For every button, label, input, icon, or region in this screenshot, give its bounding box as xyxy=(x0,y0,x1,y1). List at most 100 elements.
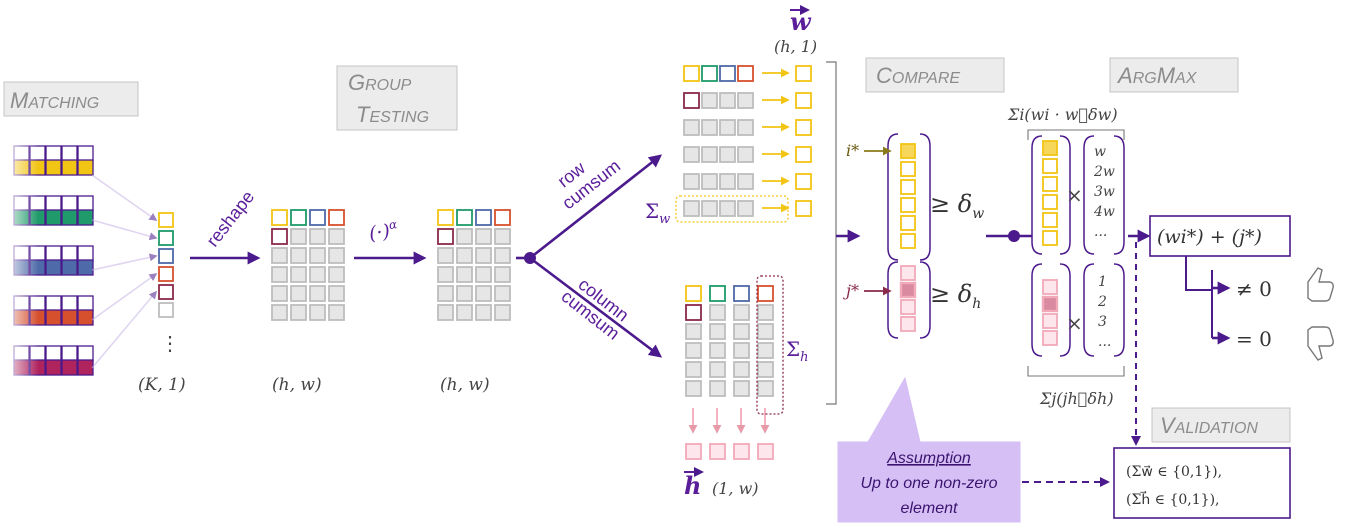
row-cumsum-cell xyxy=(701,92,718,109)
argmax-w-cell xyxy=(1042,140,1058,156)
svg-text:ARGMAX: ARGMAX xyxy=(1116,63,1198,88)
matching-matrix-cell xyxy=(77,245,94,262)
matrix-cell xyxy=(290,304,307,321)
w-vector-cell xyxy=(795,200,812,217)
matrix-cell xyxy=(271,228,288,245)
svg-text:TESTING: TESTING xyxy=(356,102,429,127)
argmax-w-cell xyxy=(1042,158,1058,174)
h-vector-cell xyxy=(733,443,750,460)
sum-row-highlight xyxy=(675,195,789,223)
thumbs-down-icon xyxy=(1307,326,1334,361)
times-sign: × xyxy=(1066,183,1083,207)
k-vector-cell xyxy=(158,266,174,282)
argmax-sum-bottom: Σj(jh⃗δh) xyxy=(1039,389,1114,408)
matrix-cell xyxy=(475,266,492,283)
matrix-cell xyxy=(328,209,345,226)
assumption-line-2: element xyxy=(901,500,958,517)
row-cumsum-cell xyxy=(719,119,736,136)
w-multiplier: 3w xyxy=(1094,184,1115,200)
matching-matrix-cell xyxy=(77,159,94,176)
argmax-w-parenthesis xyxy=(1031,135,1071,255)
matrix-cell xyxy=(309,228,326,245)
matrix-cell xyxy=(456,228,473,245)
column-cumsum-cell xyxy=(685,304,702,321)
stage-label-matching: MATCHING xyxy=(3,81,139,117)
matching-matrix-cell xyxy=(77,359,94,376)
w-vector-label: w xyxy=(790,7,812,36)
row-cumsum-cell xyxy=(701,119,718,136)
row-cumsum-arrow xyxy=(529,154,663,260)
row-cumsum-cell xyxy=(719,173,736,190)
row-cumsum-cell xyxy=(737,173,754,190)
stage-label-group-testing: GROUP TESTING xyxy=(336,65,458,131)
shape-1w: (1, w) xyxy=(712,479,759,498)
column-cumsum-cell xyxy=(709,304,726,321)
column-cumsum-cell xyxy=(709,380,726,397)
matrix-cell xyxy=(437,266,454,283)
matching-fan-lines xyxy=(91,174,158,369)
column-cumsum-cell xyxy=(757,361,774,378)
assumption-line-1: Up to one non-zero xyxy=(861,475,998,492)
matrix-cell xyxy=(494,266,511,283)
matrix-cell xyxy=(328,266,345,283)
column-cumsum-cell xyxy=(709,361,726,378)
compare-h-cell xyxy=(899,281,917,299)
stage-label-argmax: ARGMAX xyxy=(1109,57,1239,93)
compare-w-parenthesis xyxy=(887,133,931,261)
column-cumsum-cell xyxy=(685,285,702,302)
argmax-h-product: ×123... xyxy=(1031,263,1125,357)
row-cumsum-cell xyxy=(701,65,718,82)
matrix-cell xyxy=(271,247,288,264)
row-cumsum-cell xyxy=(701,146,718,163)
row-cumsum-block xyxy=(683,65,812,217)
assumption-title: Assumption xyxy=(886,450,971,467)
shape-hw-1: (h, w) xyxy=(272,375,322,395)
column-cumsum-cell xyxy=(709,285,726,302)
compare-w-cell xyxy=(900,143,916,159)
stage-label-validation: VALIDATION xyxy=(1151,407,1291,443)
h-vector-cell xyxy=(709,443,726,460)
row-cumsum-cell xyxy=(737,200,754,217)
w-multiplier-parenthesis xyxy=(1083,135,1125,255)
column-cumsum-block xyxy=(685,285,774,460)
column-cumsum-cell xyxy=(757,304,774,321)
matrix-cell xyxy=(456,247,473,264)
matrix-cell xyxy=(309,304,326,321)
argmax-h-cell xyxy=(1042,330,1058,346)
argmax-sum-top: Σi(wi · w⃗δw) xyxy=(1007,105,1118,124)
argmax-w-cell xyxy=(1042,230,1058,246)
h-vector-cell xyxy=(685,443,702,460)
matching-matrix-cell xyxy=(77,195,94,212)
compare-h-parenthesis xyxy=(887,261,931,339)
argmax-h-cell xyxy=(1041,295,1059,313)
matrix-cell xyxy=(309,209,326,226)
row-cumsum-cell xyxy=(719,146,736,163)
column-cumsum-cell xyxy=(733,285,750,302)
argmax-h-cell xyxy=(1042,279,1058,295)
w-vector-cell xyxy=(795,173,812,190)
k-vector-cell xyxy=(158,230,174,246)
hw-matrix-1 xyxy=(271,209,345,321)
column-cumsum-cell xyxy=(733,304,750,321)
row-cumsum-cell xyxy=(701,200,718,217)
matrix-cell xyxy=(494,247,511,264)
geq-delta-h: ≥ δh xyxy=(930,280,981,312)
k-vector-cell xyxy=(158,248,174,264)
compare-h-vector xyxy=(887,261,931,339)
compare-w-cell xyxy=(900,197,916,213)
validation-line-1: (Σw⃗ ∈ {0,1}), xyxy=(1126,464,1222,480)
compare-w-cell xyxy=(900,215,916,231)
matrix-cell xyxy=(475,209,492,226)
h-multiplier-parenthesis xyxy=(1083,263,1125,357)
column-cumsum-cell xyxy=(733,380,750,397)
argmax-w-cell xyxy=(1042,212,1058,228)
reshape-label: reshape xyxy=(202,187,258,251)
matching-matrix-cell xyxy=(77,295,94,312)
svg-text:VALIDATION: VALIDATION xyxy=(1160,413,1258,438)
matrix-cell xyxy=(494,228,511,245)
row-cumsum-cell xyxy=(683,119,700,136)
row-cumsum-cell xyxy=(719,92,736,109)
column-cumsum-label: columncumsum xyxy=(558,270,636,343)
geq-delta-w: ≥ δw xyxy=(930,190,984,222)
row-cumsum-cell xyxy=(683,65,700,82)
